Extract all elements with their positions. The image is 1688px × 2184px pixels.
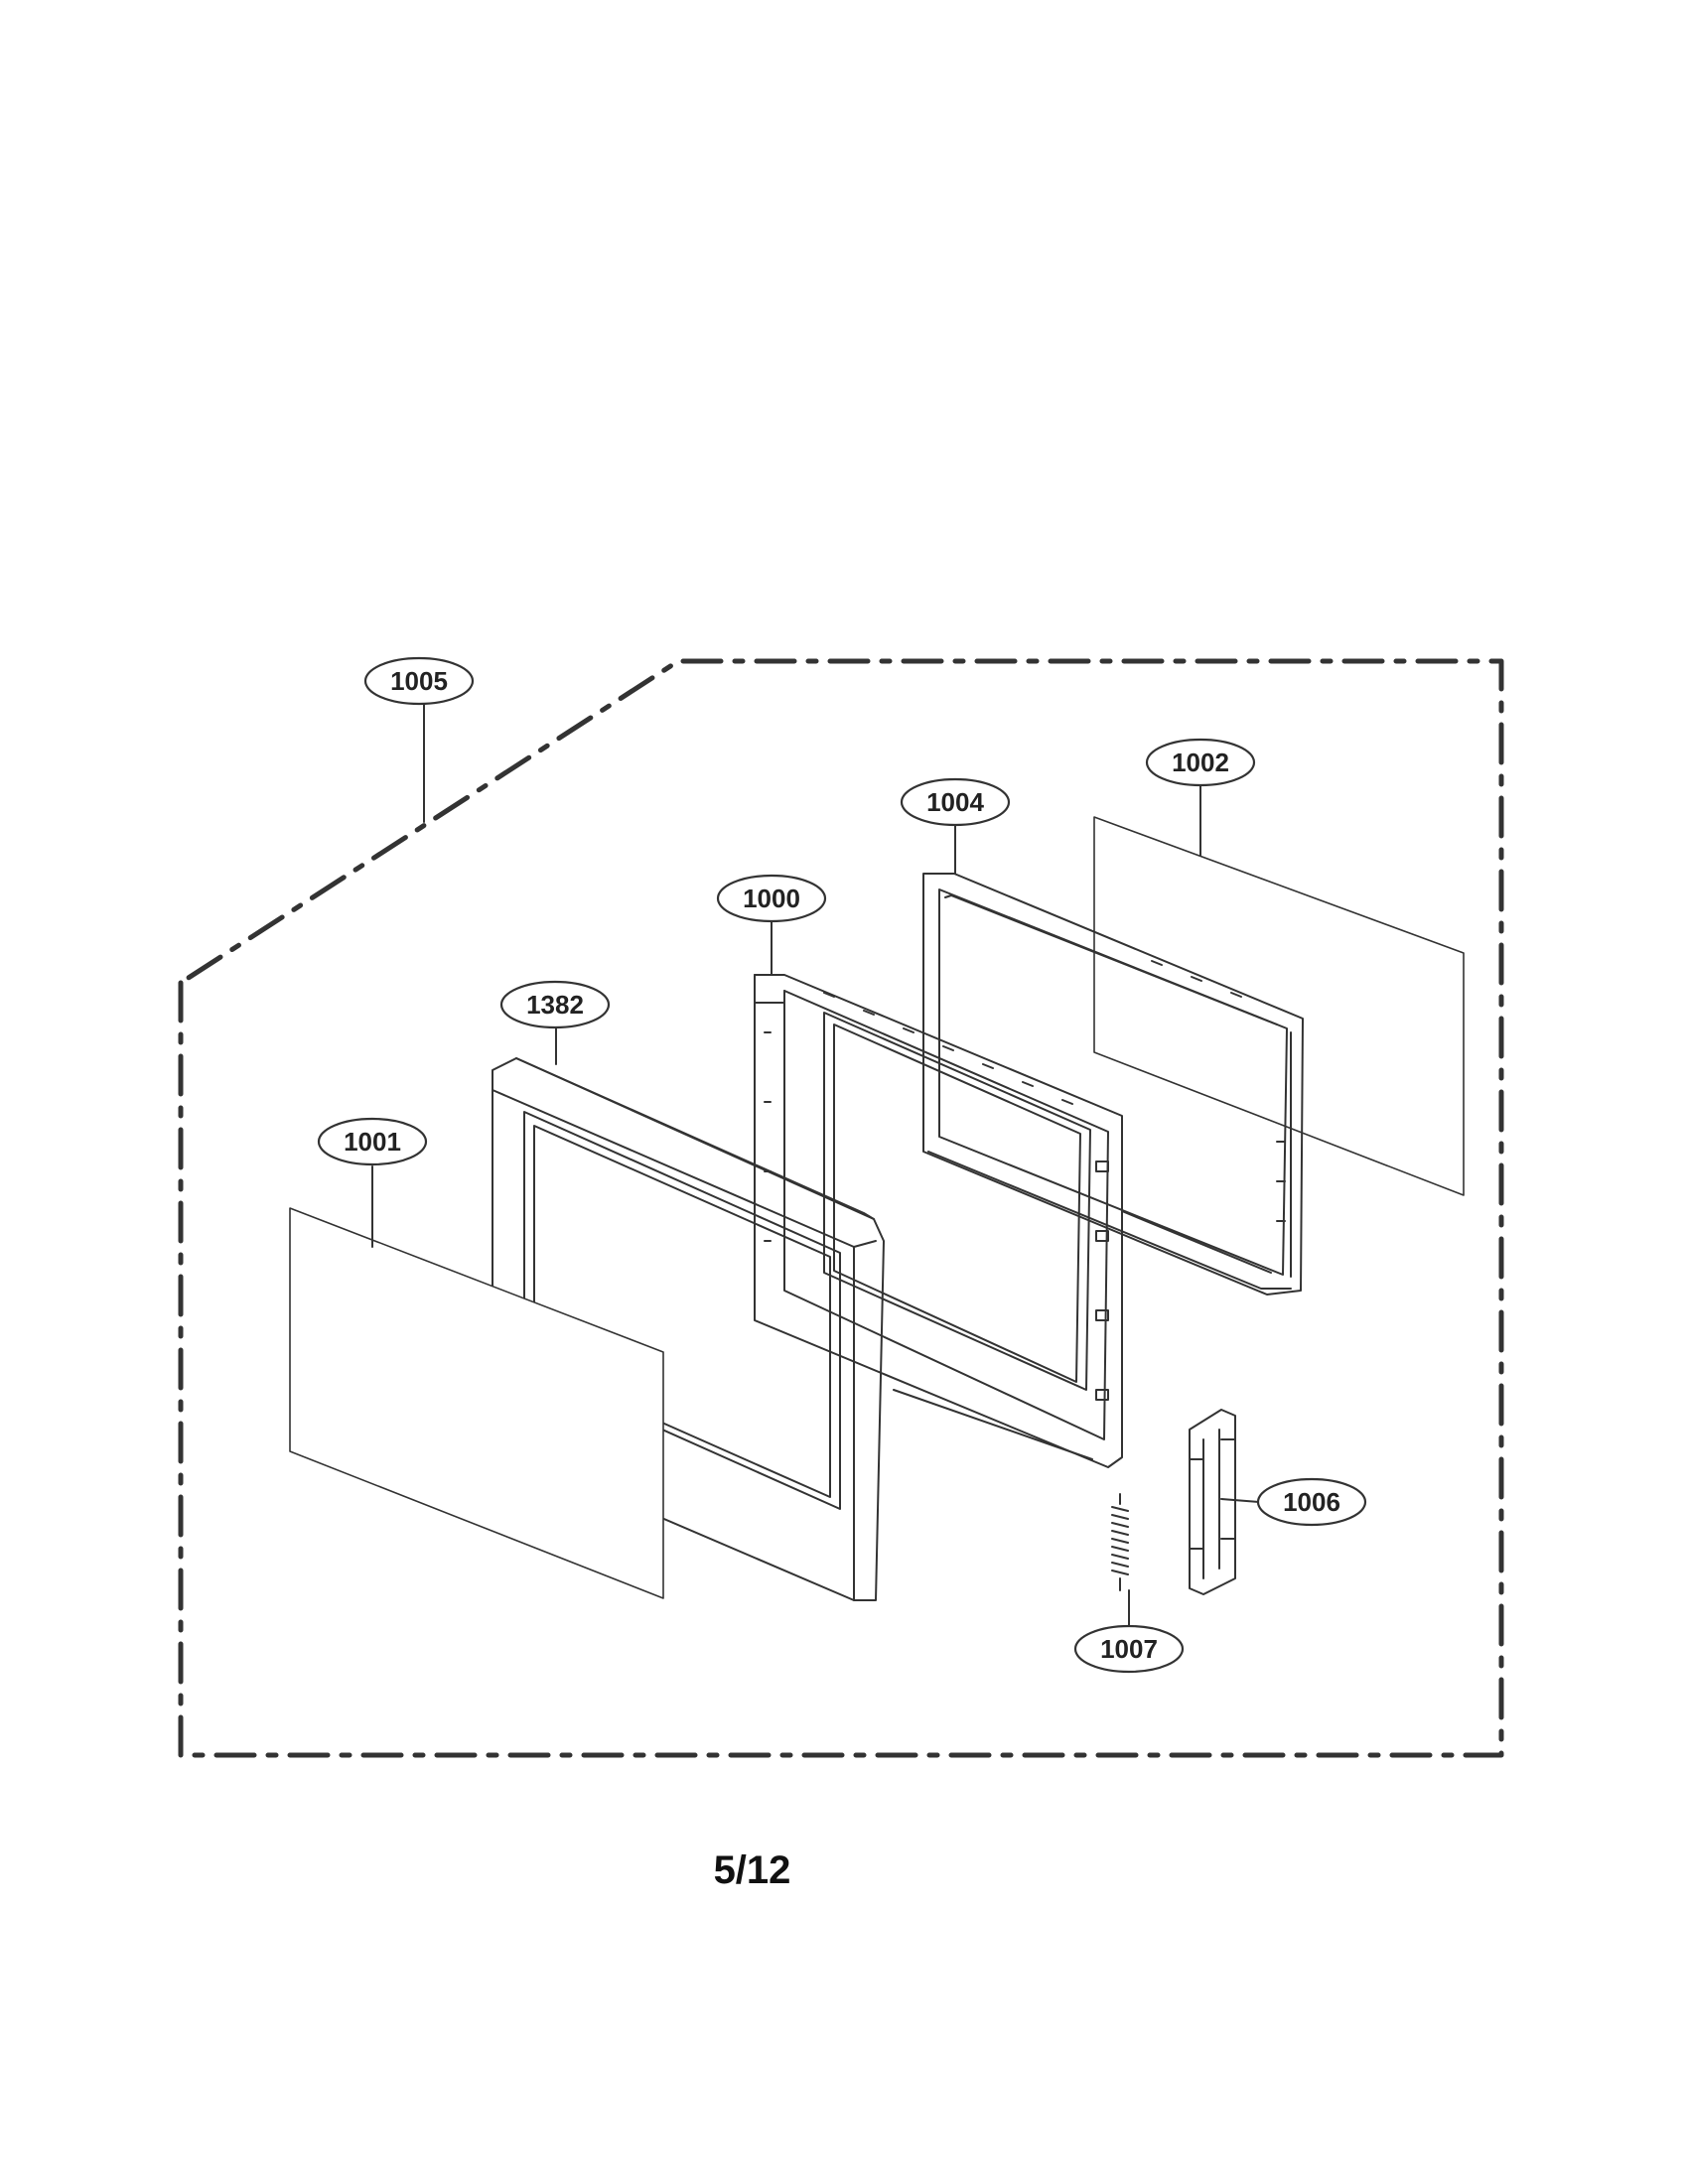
part-1007-spring	[1111, 1493, 1129, 1591]
callout-1006-label: 1006	[1283, 1487, 1340, 1517]
page-number: 5/12	[713, 1848, 791, 1892]
callout-1001-label: 1001	[344, 1127, 401, 1157]
callout-ellipses	[317, 656, 1367, 1674]
part-1000-middle-frame	[754, 974, 1123, 1468]
callout-1002-label: 1002	[1172, 748, 1229, 777]
callout-1004-label: 1004	[926, 787, 984, 817]
leader-lines	[371, 704, 1260, 1634]
leader-1006	[1220, 1498, 1260, 1503]
callout-1000-label: 1000	[743, 884, 800, 913]
part-1382-front-door	[492, 1057, 885, 1601]
assembly-boundary	[178, 658, 1504, 1758]
callout-1007-ellipse	[1073, 1624, 1185, 1674]
callout-1006-ellipse	[1256, 1477, 1367, 1527]
callout-1005-label: 1005	[390, 666, 448, 696]
callout-1001-ellipse	[317, 1117, 428, 1166]
callout-1002-ellipse	[1145, 738, 1256, 787]
callout-1382-label: 1382	[526, 990, 584, 1020]
part-1002-rear-sheet	[1093, 816, 1465, 1196]
part-1004-rear-frame	[922, 873, 1304, 1296]
callout-1382-ellipse	[499, 980, 611, 1029]
callout-1005-ellipse	[363, 656, 475, 706]
part-1006-latch-hook	[1189, 1409, 1236, 1595]
callout-1000-ellipse	[716, 874, 827, 923]
part-1001-front-sheet	[289, 1207, 664, 1599]
callout-1007-label: 1007	[1100, 1634, 1158, 1664]
callout-1004-ellipse	[900, 777, 1011, 827]
